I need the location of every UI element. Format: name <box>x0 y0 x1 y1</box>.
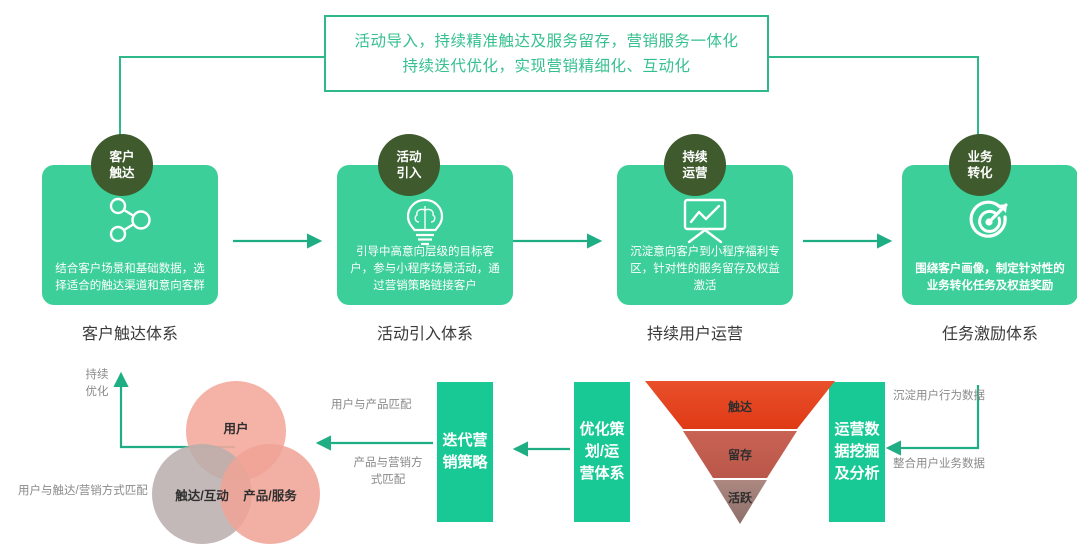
badge-line-1: 持续 <box>682 150 708 164</box>
badge-line-2: 触达 <box>109 166 135 180</box>
annotation-behavior-data: 沉淀用户行为数据 <box>893 390 985 402</box>
bar-line-3: 营体系 <box>579 465 625 482</box>
stage-badge-business-conversion: 业务 转化 <box>949 134 1011 196</box>
data-mining-bar[interactable]: 运营数 据挖掘 及分析 <box>829 382 885 522</box>
stage-badge-continuous-ops: 持续 运营 <box>664 134 726 196</box>
bar-line-1: 迭代营 <box>442 432 488 449</box>
banner-line-2: 持续迭代优化，实现营销精细化、互动化 <box>402 57 691 75</box>
badge-line-1: 业务 <box>967 150 993 164</box>
conversion-funnel: 触达 留存 活跃 <box>645 381 835 524</box>
annotation-line-1: 产品与营销方 <box>353 457 423 469</box>
funnel-label-reach: 触达 <box>727 400 752 414</box>
badge-line-2: 运营 <box>682 166 708 180</box>
venn-circle-product <box>220 444 320 544</box>
bar-line-3: 及分析 <box>834 465 880 482</box>
stage-title-continuous-ops: 持续用户运营 <box>646 326 743 343</box>
annotation-user-product-match: 用户与产品匹配 <box>331 399 412 411</box>
bar-line-1: 运营数 <box>834 421 880 438</box>
venn-label-product: 产品/服务 <box>243 489 297 503</box>
bar-line-2: 据挖掘 <box>834 443 880 460</box>
share-nodes-icon <box>42 197 218 245</box>
headline-banner: 活动导入，持续精准触达及服务留存，营销服务一体化 持续迭代优化，实现营销精细化、… <box>324 15 769 92</box>
badge-line-1: 活动 <box>396 150 422 164</box>
planning-ops-bar[interactable]: 优化策 划/运 营体系 <box>574 382 630 522</box>
stage-description: 结合客户场景和基础数据，选择适合的触达渠道和意向客群 <box>55 263 205 292</box>
stage-badge-activity-intro: 活动 引入 <box>378 134 440 196</box>
banner-line-1: 活动导入，持续精准触达及服务留存，营销服务一体化 <box>354 32 739 50</box>
annotation-business-data: 整合用户业务数据 <box>893 458 985 470</box>
venn-label-reach: 触达/互动 <box>175 489 229 503</box>
annotation-user-reach-match: 用户与触达/营销方式匹配 <box>18 485 148 497</box>
target-arrow-icon <box>902 197 1077 245</box>
stage-description: 围绕客户画像，制定针对性的业务转化任务及权益奖励 <box>915 263 1065 292</box>
badge-line-2: 引入 <box>396 166 422 180</box>
funnel-label-retain: 留存 <box>727 448 752 462</box>
stage-title-activity-intro: 活动引入体系 <box>376 326 473 343</box>
annotation-line-2: 式匹配 <box>370 474 406 486</box>
bar-line-2: 销策略 <box>442 454 488 471</box>
bar-line-1: 优化策 <box>579 421 625 438</box>
badge-line-1: 客户 <box>109 150 135 164</box>
stage-card-activity-intro[interactable]: 引导中高意向层级的目标客户，参与小程序场景活动，通过营销策略链接客户 <box>337 165 513 305</box>
presentation-chart-icon <box>617 197 793 245</box>
stage-title-business-conversion: 任务激励体系 <box>941 326 1038 343</box>
badge-line-2: 转化 <box>967 166 993 180</box>
iteration-strategy-bar[interactable]: 迭代营 销策略 <box>437 382 493 522</box>
stage-description: 沉淀意向客户到小程序福利专区，针对性的服务留存及权益激活 <box>630 246 780 292</box>
optimize-label-line-1: 持续 <box>85 369 109 381</box>
stage-title-customer-reach: 客户触达体系 <box>81 326 178 343</box>
optimize-loop-label: 持续 优化 <box>78 367 116 401</box>
venn-label-user: 用户 <box>223 422 249 436</box>
bar-line-2: 划/运 <box>584 443 620 460</box>
annotation-product-marketing-match: 产品与营销方 式匹配 <box>333 455 443 489</box>
funnel-label-active: 活跃 <box>727 491 752 505</box>
stage-description: 引导中高意向层级的目标客户，参与小程序场景活动，通过营销策略链接客户 <box>350 246 500 292</box>
lightbulb-brain-icon <box>337 197 513 247</box>
stage-badge-customer-reach: 客户 触达 <box>91 134 153 196</box>
optimize-label-line-2: 优化 <box>85 386 109 398</box>
